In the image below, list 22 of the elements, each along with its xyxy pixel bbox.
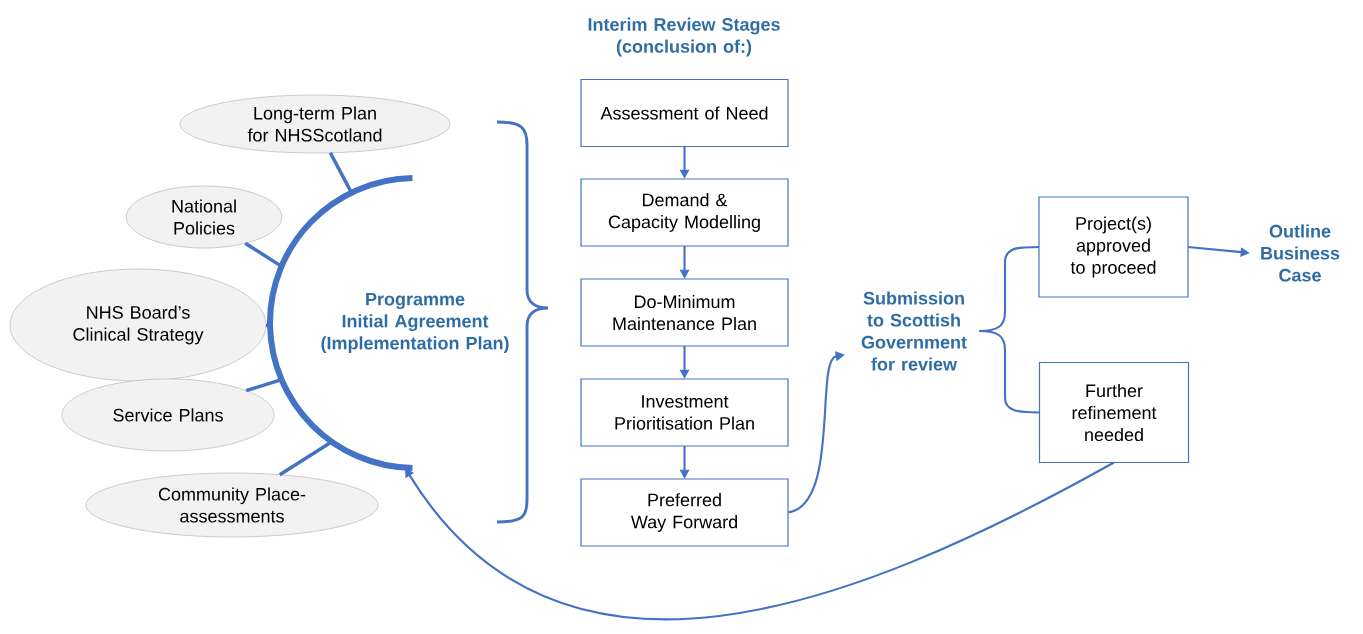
connector-line — [245, 378, 283, 393]
arrow — [405, 461, 1115, 621]
column-heading: Interim Review Stages (conclusion of:) — [588, 17, 780, 57]
connector-line — [278, 440, 333, 477]
oval-bubble: National Policies — [125, 185, 283, 249]
process-box: Do-Minimum Maintenance Plan — [580, 278, 789, 347]
connector-line — [328, 152, 353, 194]
oval-bubble: Service Plans — [61, 378, 275, 452]
connector-line — [979, 329, 1040, 414]
process-box: Preferred Way Forward — [580, 478, 789, 547]
process-box: Investment Prioritisation Plan — [580, 378, 789, 447]
connector-line — [266, 323, 271, 328]
heading-text: Submission to Scottish Government for review — [861, 291, 967, 371]
heading-text: Outline Business Case — [1261, 224, 1340, 282]
oval-bubble: NHS Board’s Clinical Strategy — [9, 268, 267, 382]
oval-bubble: Long-term Plan for NHSScotland — [179, 94, 451, 154]
process-box: Assessment of Need — [580, 78, 789, 148]
process-box: Demand & Capacity Modelling — [580, 178, 789, 247]
connector-line — [244, 241, 283, 268]
process-box: Further refinement needed — [1038, 361, 1190, 464]
oval-bubble: Community Place-assessments — [85, 472, 379, 538]
process-box: Project(s) approved to proceed — [1038, 196, 1189, 298]
